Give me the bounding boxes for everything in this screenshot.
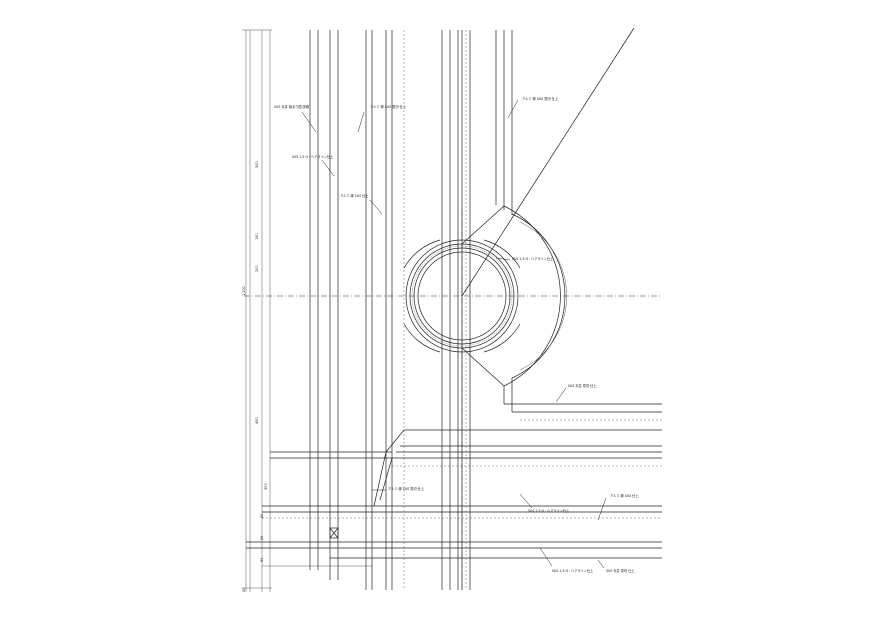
centerlines — [244, 210, 662, 592]
dim-3: 200 — [255, 266, 259, 272]
annotation-labels: SUS 天井 納まり図 詳細 アルミ 縁 SUS 見切 仕上 SUS 1.5 H… — [274, 96, 639, 573]
label-10: アルミ 縁 SUS 仕上 — [610, 493, 639, 498]
dim-8: 50 — [260, 558, 264, 562]
label-11: SUS 1.5 H・ヘアライン仕上 — [552, 568, 594, 573]
dim-5: 300 — [264, 484, 268, 490]
dim-9: 50 — [242, 588, 246, 592]
corner-box — [329, 527, 339, 539]
label-3: SUS 1.5 H・ヘアライン仕上 — [292, 154, 334, 159]
dim-2: 150 — [255, 234, 259, 240]
label-9: SUS 1.5 H・ヘアライン仕上 — [528, 508, 570, 513]
horizontal-members — [246, 403, 662, 567]
left-dimension-lines — [242, 29, 272, 592]
label-2: アルミ 縁 SUS 見切 仕上 — [370, 104, 407, 109]
dim-6: 50 — [260, 514, 264, 518]
circular-medallion — [403, 205, 567, 412]
label-8: アルミ 縁 SUS 見切 仕上 — [388, 486, 425, 491]
dim-1: 300 — [255, 162, 259, 168]
dim-10: 1,200 — [242, 286, 246, 296]
dimension-labels: 300 150 200 1,200 450 300 50 50 50 50 — [242, 162, 268, 592]
label-4: アルミ 縁 SUS 仕上 — [340, 193, 369, 198]
diagonal-guide-line — [461, 27, 635, 297]
corner-diagonals — [373, 429, 405, 507]
dim-7: 50 — [260, 536, 264, 540]
dim-4: 450 — [255, 418, 259, 424]
label-1: SUS 天井 納まり図 詳細 — [274, 104, 309, 109]
leaders — [301, 99, 607, 569]
label-5: アルミ 縁 SUS 見切 仕上 — [522, 96, 559, 101]
label-12: SUS 天井 見切 仕上 — [606, 568, 635, 573]
label-6: SUS 1.5 H・ヘアライン仕上 — [512, 256, 554, 261]
label-7: SUS 天井 見切 仕上 — [568, 383, 597, 388]
